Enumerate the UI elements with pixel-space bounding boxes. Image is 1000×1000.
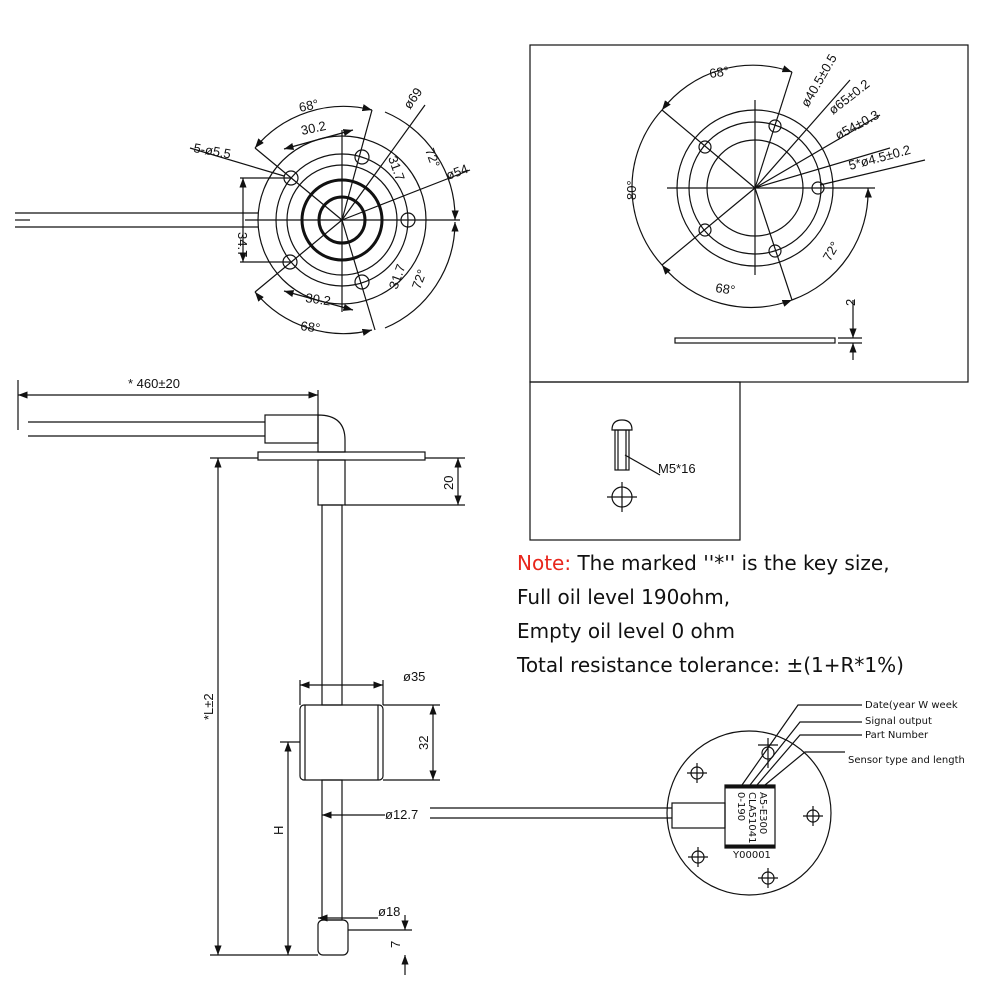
angle-label: 68° [708,63,730,81]
dimension-label: 34.7 [235,232,250,257]
angle-label: 72° [820,239,843,264]
callout-part-number: Part Number [865,730,929,741]
chip-text: 0-190 [735,792,746,821]
angle-label: 68° [298,96,320,115]
note-line-1: Note: The marked ''*'' is the key size, [517,551,890,575]
cable-length-label: * 460±20 [128,376,180,391]
angle-label: 68° [715,280,737,298]
angle-label: 68° [300,318,322,336]
dimension-label: 30.2 [300,118,328,138]
note-prefix: Note: [517,551,572,575]
note-text: The marked ''*'' is the key size, [571,551,890,575]
rod-diameter-label: ø12.7 [385,807,418,822]
cap-diameter-label: ø18 [378,904,400,919]
angle-label: 72° [409,267,430,291]
flange-height-label: 20 [441,476,456,490]
flange-top-view: 68° 68° 72° 72° 30.2 30.2 31.7 31.7 5-ø5… [15,85,471,336]
chip-text: CLA51041 [746,792,757,843]
sensor-side-view: * 460±20 *L±2 20 ø35 32 H ø12.7 ø18 7 [17,376,465,975]
cap-height-label: 7 [388,941,403,948]
note-line-4: Total resistance tolerance: ±(1+R*1%) [517,653,904,677]
dimension-label: 31.7 [385,154,408,183]
holes-label: 5-ø5.5 [192,140,232,161]
holes-label: 5*ø4.5±0.2 [847,142,912,173]
length-label: *L±2 [201,693,216,720]
note-line-3: Empty oil level 0 ohm [517,619,735,643]
diameter-label: ø69 [400,85,425,112]
mounting-hole-view: 68° 68° 80° 72° ø40.5±0.5 ø65±0.2 ø54±0.… [529,44,969,383]
note-line-2: Full oil level 190ohm, [517,585,731,609]
diameter-label: ø54 [444,161,470,183]
float-height-label: 32 [416,736,431,750]
chip-text: A5-E300 [757,792,768,834]
dimension-label: 30.2 [305,290,332,308]
sensor-head-view: A5-E300 CLA51041 0-190 Y00001 Date(year … [430,700,965,896]
screw-size-label: M5*16 [658,461,696,476]
angle-label: 80° [624,180,639,200]
callout-sensor-type: Sensor type and length [848,755,965,766]
callout-signal-output: Signal output [865,716,932,727]
thickness-label: 2 [843,299,858,306]
callout-date: Date(year W week [865,700,958,711]
float-diameter-label: ø35 [403,669,425,684]
angle-label: 72° [422,146,443,170]
screw-view: M5*16 [529,381,741,541]
float-position-label: H [271,826,286,835]
serial-number: Y00001 [732,850,771,861]
bolt-holes [282,149,416,290]
